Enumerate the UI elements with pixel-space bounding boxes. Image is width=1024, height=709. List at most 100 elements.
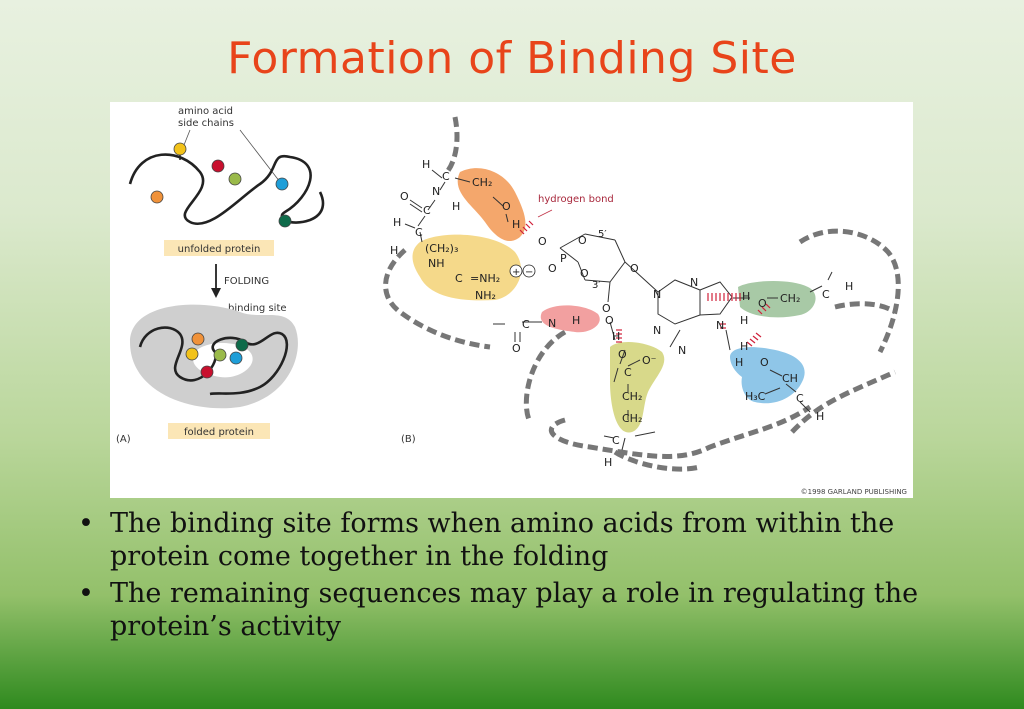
bonds: [404, 169, 833, 451]
svg-text:N: N: [653, 288, 661, 301]
backbone-dash: [444, 116, 460, 174]
slide-title: Formation of Binding Site: [227, 33, 797, 84]
side-chain-blue: [275, 177, 289, 191]
svg-text:CH₂: CH₂: [780, 292, 800, 305]
svg-text:O: O: [548, 262, 557, 275]
svg-text:P: P: [560, 252, 567, 265]
label-folding: FOLDING: [224, 276, 269, 287]
bullet-item: • The remaining sequences may play a rol…: [78, 577, 998, 643]
svg-text:O: O: [618, 348, 627, 361]
svg-text:H: H: [572, 314, 580, 327]
bullet-list: • The binding site forms when amino acid…: [78, 507, 998, 647]
folded-protein-shape: [130, 304, 298, 409]
green-region: [738, 280, 816, 318]
svg-text:C: C: [522, 318, 530, 331]
svg-text:C: C: [455, 272, 463, 285]
svg-text:+: +: [512, 267, 520, 278]
svg-text:H: H: [845, 280, 853, 293]
svg-text:C: C: [423, 204, 431, 217]
orange-region: [457, 168, 526, 242]
svg-text:=NH₂: =NH₂: [470, 272, 500, 285]
svg-text:C: C: [442, 170, 450, 183]
svg-text:H: H: [740, 314, 748, 327]
unfolded-chain: [128, 153, 325, 226]
bullet-text: The remaining sequences may play a role …: [110, 578, 919, 642]
svg-text:C: C: [624, 366, 632, 379]
svg-text:3′: 3′: [592, 280, 601, 291]
yellow-region: [412, 234, 522, 301]
bullet-dot: •: [78, 578, 94, 609]
svg-text:H₃C: H₃C: [745, 390, 766, 403]
bullet-item: • The binding site forms when amino acid…: [78, 507, 998, 573]
label-binding-site: binding site: [228, 303, 287, 314]
svg-text:H: H: [452, 200, 460, 213]
svg-text:(CH₂)₃: (CH₂)₃: [425, 242, 458, 255]
atom-labels: H C N H O C H C CH₂ O H (CH₂)₃ NH C =NH₂…: [390, 158, 853, 469]
svg-text:N: N: [548, 317, 556, 330]
svg-text:N: N: [653, 324, 661, 337]
svg-text:CH₂: CH₂: [622, 390, 642, 403]
side-chain-green: [278, 214, 292, 228]
svg-text:CH₂: CH₂: [622, 412, 642, 425]
svg-text:H: H: [393, 216, 401, 229]
svg-text:O: O: [578, 234, 587, 247]
panel-b: hydrogen bond H C N H O C H C CH₂ O H (C…: [383, 116, 907, 496]
panel-a: amino acid side chains unfolded protein …: [116, 106, 325, 445]
hydrogen-bonds: [519, 220, 771, 347]
svg-text:O: O: [502, 200, 511, 213]
svg-text:O: O: [602, 302, 611, 315]
pointer-line: [239, 129, 281, 183]
blue-region: [730, 347, 805, 404]
svg-text:O⁻: O⁻: [642, 354, 657, 367]
svg-text:CH₂: CH₂: [472, 176, 492, 189]
svg-text:NH₂: NH₂: [475, 289, 496, 302]
side-chain-yellow: [173, 142, 187, 156]
svg-text:H: H: [390, 244, 398, 257]
svg-text:N: N: [690, 276, 698, 289]
panel-a-tag: (A): [116, 434, 131, 445]
label-unfolded: unfolded protein: [178, 244, 261, 255]
svg-text:H: H: [612, 330, 620, 343]
panel-b-tag: (B): [401, 434, 416, 445]
svg-text:H: H: [742, 290, 750, 303]
svg-text:5′: 5′: [598, 229, 607, 240]
svg-text:H: H: [740, 340, 748, 353]
svg-text:C: C: [822, 288, 830, 301]
svg-text:H: H: [512, 218, 520, 231]
folded-label-box: [168, 423, 270, 439]
unfolded-label-box: [164, 240, 274, 256]
svg-text:C: C: [796, 392, 804, 405]
copyright-label: ©1998 GARLAND PUBLISHING: [801, 488, 907, 496]
svg-text:C: C: [415, 226, 423, 239]
label-side-chains-2: side chains: [178, 118, 234, 129]
svg-text:N: N: [716, 319, 724, 332]
svg-text:O: O: [605, 314, 614, 327]
binding-site-figure: amino acid side chains unfolded protein …: [110, 102, 913, 498]
side-chain-red: [211, 159, 225, 173]
svg-text:C: C: [612, 434, 620, 447]
red-region: [540, 305, 600, 333]
svg-text:O: O: [758, 297, 767, 310]
label-side-chains-1: amino acid: [178, 106, 233, 117]
svg-text:H: H: [422, 158, 430, 171]
folded-chain: [138, 326, 289, 396]
figure-svg: amino acid side chains unfolded protein …: [116, 106, 907, 496]
svg-text:H: H: [735, 356, 743, 369]
svg-text:O: O: [580, 267, 589, 280]
svg-text:O: O: [538, 235, 547, 248]
svg-text:CH: CH: [782, 372, 798, 385]
svg-text:N: N: [678, 344, 686, 357]
svg-text:H: H: [816, 410, 824, 423]
svg-text:O: O: [630, 262, 639, 275]
side-chain-orange: [150, 190, 164, 204]
hydrogen-bond-label: hydrogen bond: [538, 194, 614, 205]
bullet-dot: •: [78, 508, 94, 539]
svg-text:−: −: [525, 267, 533, 278]
svg-text:NH: NH: [428, 257, 445, 270]
svg-text:O: O: [400, 190, 409, 203]
bullet-text: The binding site forms when amino acids …: [110, 508, 895, 572]
olive-region: [610, 341, 665, 433]
side-chain-olive: [228, 172, 242, 186]
label-folded: folded protein: [184, 427, 254, 438]
svg-text:H: H: [604, 456, 612, 469]
